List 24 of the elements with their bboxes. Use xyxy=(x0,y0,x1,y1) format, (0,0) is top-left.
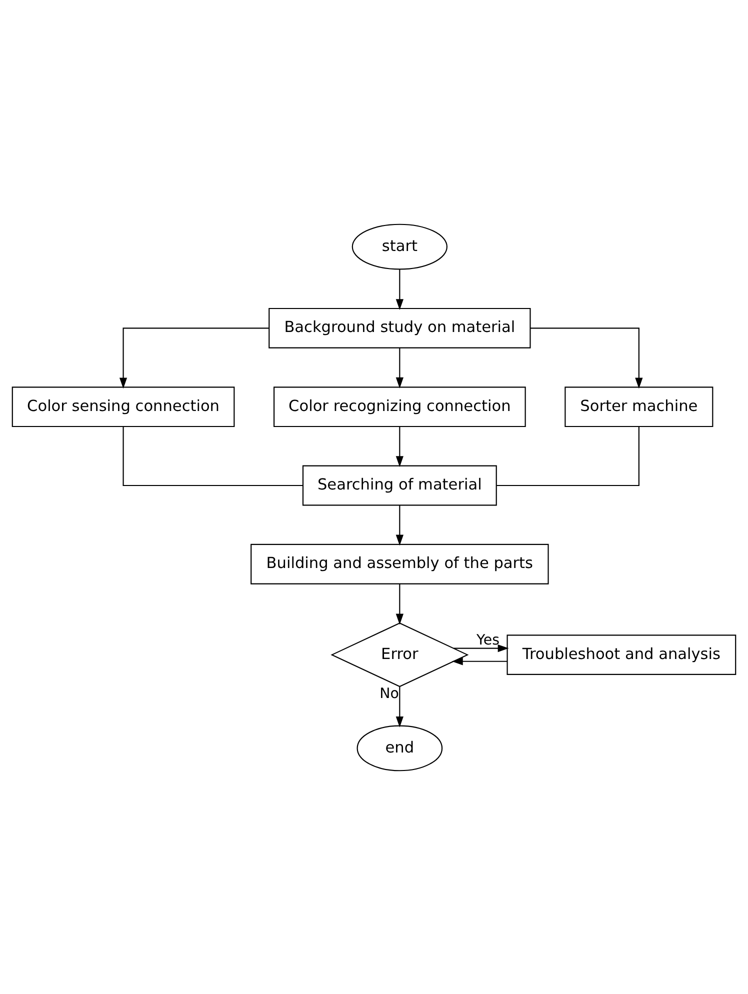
arrow xyxy=(530,327,643,388)
connector xyxy=(122,426,303,486)
node-box: Building and assembly of the parts xyxy=(250,543,549,584)
node-box: Troubleshoot and analysis xyxy=(506,634,736,675)
arrow xyxy=(396,426,404,467)
node-box: Background study on material xyxy=(268,307,531,348)
arrow xyxy=(454,644,509,652)
arrow xyxy=(452,657,507,665)
node-box: Sorter machine xyxy=(564,386,714,427)
arrow xyxy=(396,348,404,388)
arrow xyxy=(396,583,404,624)
arrow xyxy=(119,327,269,388)
connector xyxy=(496,426,640,486)
arrow xyxy=(396,504,404,546)
arrow xyxy=(396,686,404,727)
node-ellipse: end xyxy=(356,724,443,771)
node-box: Color recognizing connection xyxy=(274,386,526,427)
arrow xyxy=(396,268,404,310)
edge-label: No xyxy=(380,686,399,702)
edge-label: Yes xyxy=(476,632,500,648)
node-box: Searching of material xyxy=(302,464,497,506)
node-ellipse: start xyxy=(352,223,448,270)
node-box: Color sensing connection xyxy=(12,386,235,427)
node-diamond: Error xyxy=(330,622,469,687)
